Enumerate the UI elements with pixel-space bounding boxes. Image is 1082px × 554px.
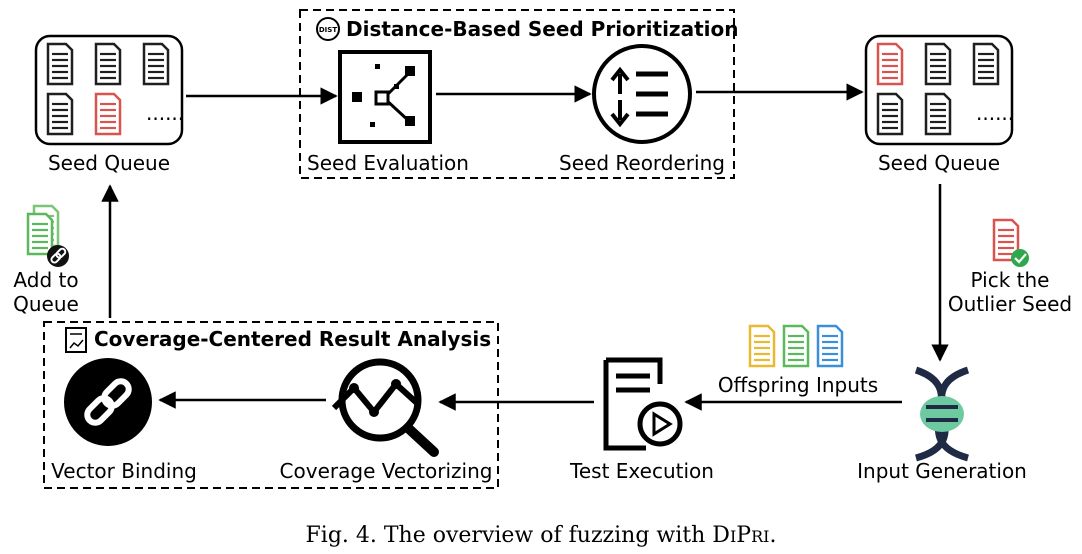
document-icon-red — [876, 42, 904, 86]
document-icon — [924, 42, 952, 86]
analysis-group: Coverage-Centered Result Analysis Covera… — [43, 321, 499, 489]
document-icon — [94, 42, 122, 86]
analysis-dashed-box — [43, 321, 499, 489]
seed-queue-right: ...... Seed Queue — [864, 34, 1014, 175]
test-execution-label: Test Execution — [569, 459, 714, 483]
add-to-queue-label-line1: Add to — [13, 268, 78, 292]
figure-caption: Fig. 4. The overview of fuzzing with DIP… — [306, 523, 777, 548]
seed-evaluation-icon — [338, 50, 432, 144]
document-icon — [972, 42, 1000, 86]
test-execution-icon — [603, 357, 683, 451]
offspring-inputs-icons — [748, 324, 844, 368]
document-icon — [876, 92, 904, 136]
seed-queue-left: ...... Seed Queue — [34, 34, 184, 175]
svg-text:DIST: DIST — [319, 26, 337, 34]
add-to-queue-icon — [26, 204, 69, 267]
document-icon — [46, 92, 74, 136]
prioritization-dashed-box — [299, 9, 735, 179]
input-generation-label: Input Generation — [857, 459, 1027, 483]
seed-queue-left-label: Seed Queue — [48, 151, 170, 175]
offspring-inputs-label: Offspring Inputs — [718, 373, 878, 397]
vector-binding-label: Vector Binding — [51, 459, 197, 483]
dna-icon — [914, 366, 970, 462]
report-icon — [65, 327, 87, 353]
document-icon — [924, 92, 952, 136]
seed-reordering-icon — [592, 44, 692, 144]
pick-outlier-label-line1: Pick the — [971, 268, 1050, 292]
coverage-vectorizing-label: Coverage Vectorizing — [280, 459, 493, 483]
coverage-vectorizing-icon — [331, 358, 439, 457]
document-icon-red — [94, 92, 122, 136]
document-icon-yellow — [748, 324, 776, 368]
dist-icon: DIST — [316, 17, 340, 41]
prioritization-group: DIST Distance-Based Seed Prioritization … — [299, 9, 738, 179]
ellipsis-dots: ...... — [976, 101, 1014, 125]
link-icon — [64, 358, 152, 446]
seed-queue-right-label: Seed Queue — [878, 151, 1000, 175]
ellipsis-dots: ...... — [146, 101, 184, 125]
document-icon — [46, 42, 74, 86]
analysis-title: Coverage-Centered Result Analysis — [94, 327, 491, 351]
prioritization-title: Distance-Based Seed Prioritization — [346, 17, 738, 41]
seed-reordering-label: Seed Reordering — [559, 151, 725, 175]
seed-evaluation-label: Seed Evaluation — [307, 151, 469, 175]
document-icon — [142, 42, 170, 86]
document-icon-green — [782, 324, 810, 368]
pick-outlier-label-line2: Outlier Seed — [948, 292, 1072, 316]
document-icon-blue — [816, 324, 844, 368]
outlier-seed-icon — [992, 218, 1029, 267]
add-to-queue-label-line2: Queue — [13, 292, 79, 316]
